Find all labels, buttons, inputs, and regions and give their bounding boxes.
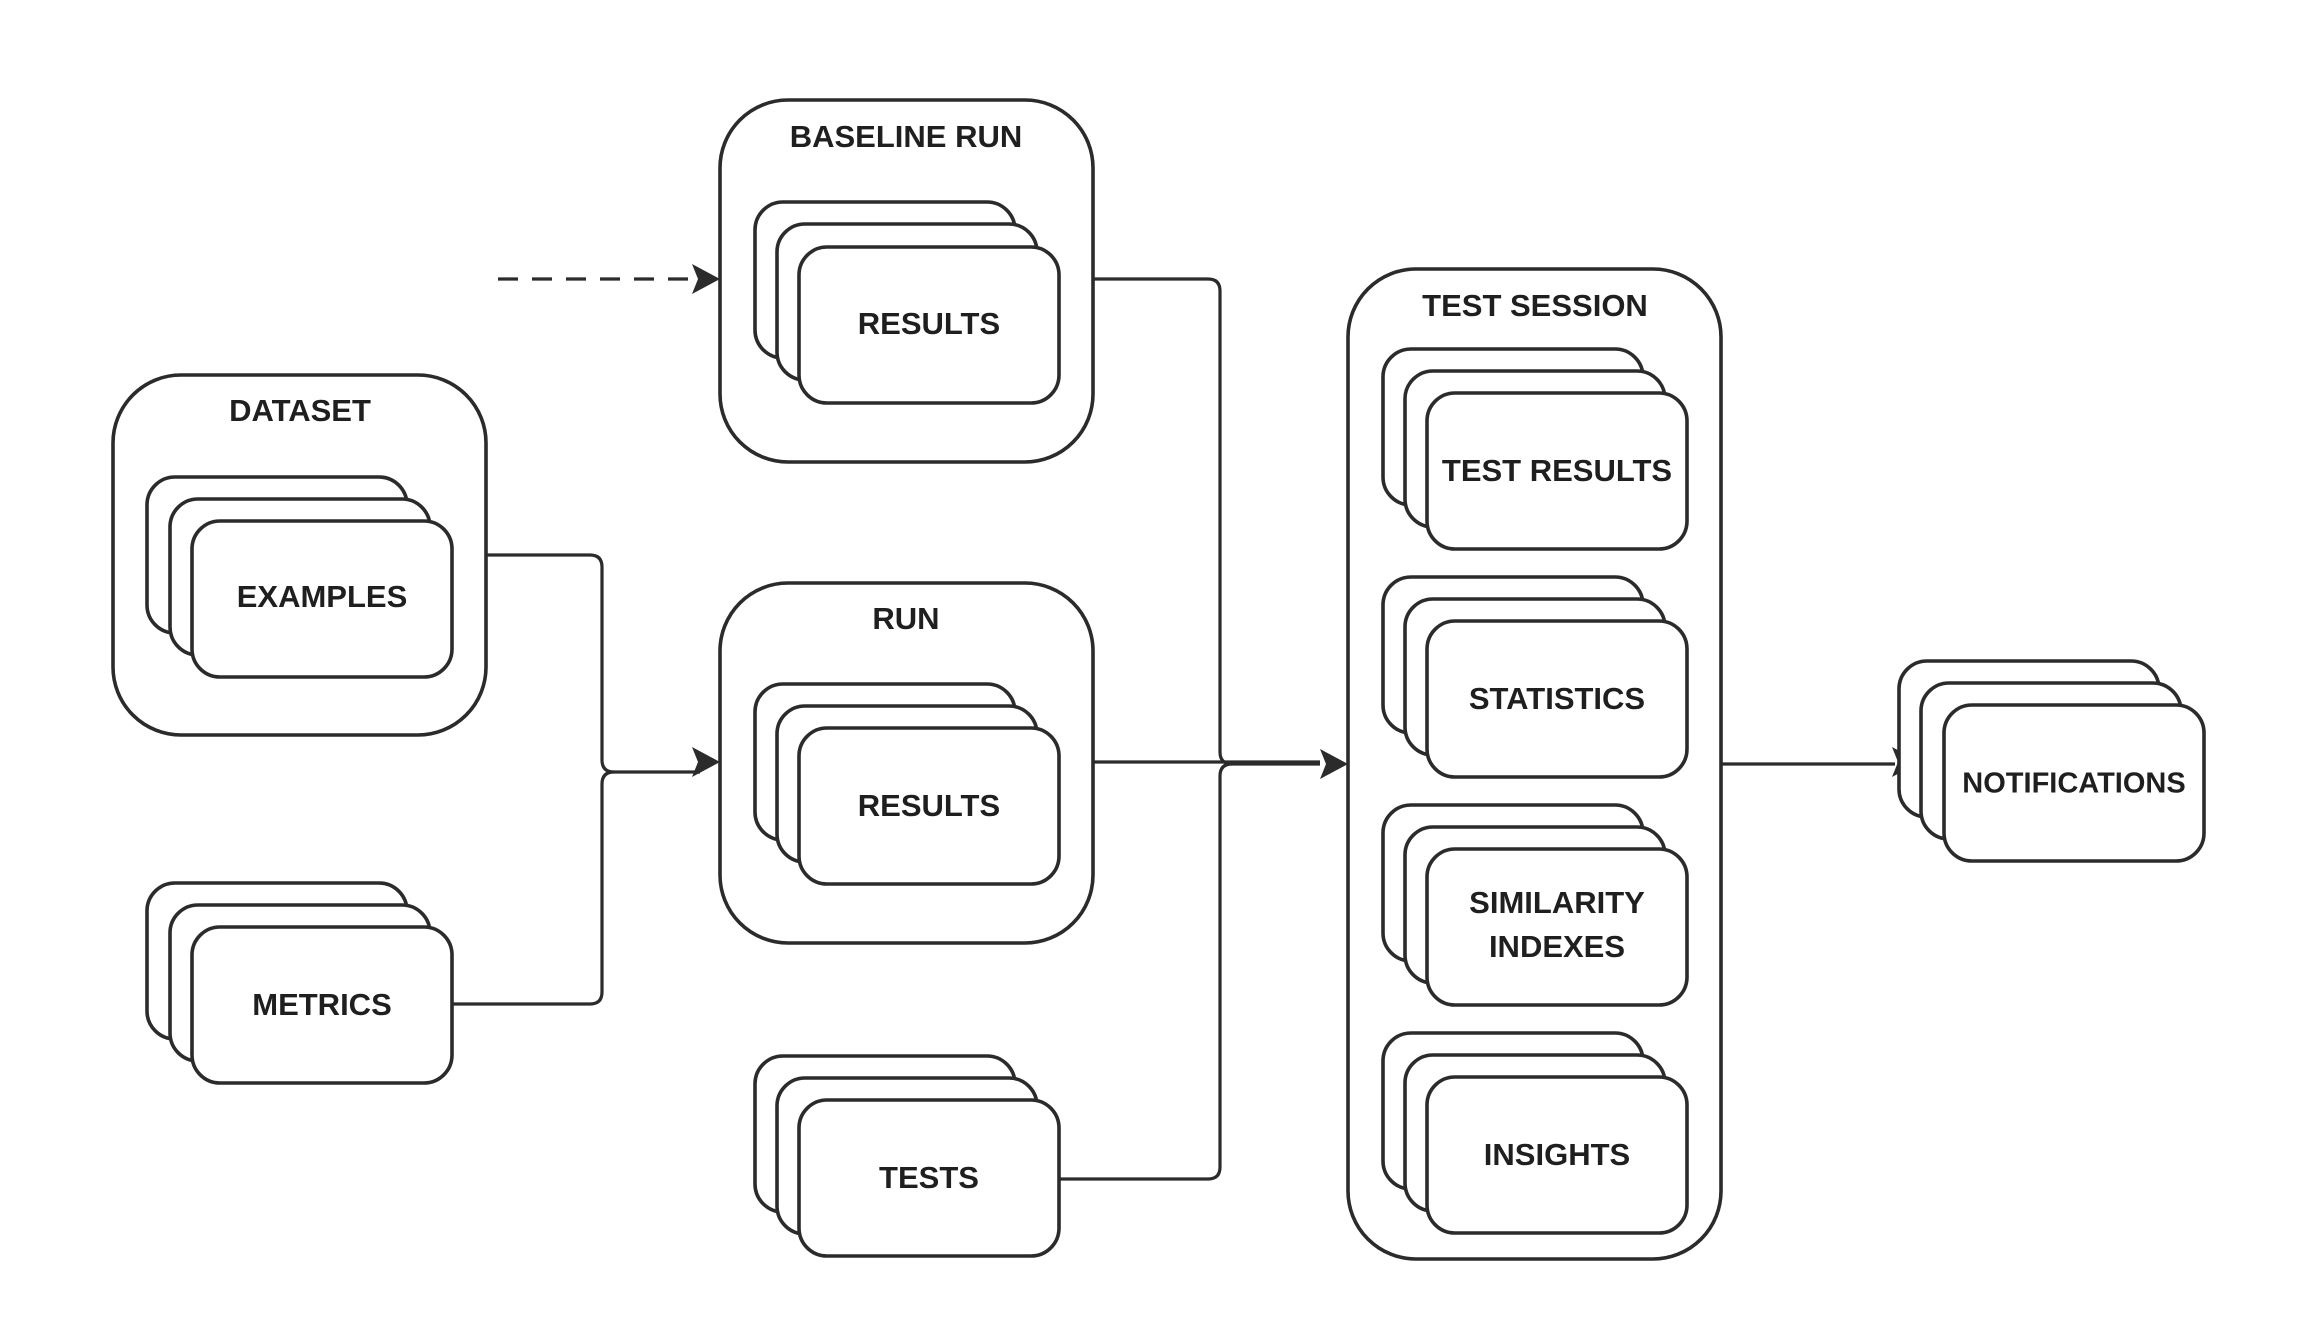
run-title: RUN xyxy=(872,601,939,636)
similarity-indexes-label-line: INDEXES xyxy=(1489,929,1625,964)
tests-stack: TESTS xyxy=(753,1054,1061,1258)
test-session-title: TEST SESSION xyxy=(1422,288,1648,323)
examples-label: EXAMPLES xyxy=(237,579,408,614)
arrow-head-session xyxy=(1320,749,1348,779)
notifications-label: NOTIFICATIONS xyxy=(1962,768,2185,800)
dataset-container: DATASET EXAMPLES xyxy=(111,373,488,737)
arrow-head-run xyxy=(692,747,720,777)
similarity-indexes-label-line: SIMILARITY xyxy=(1469,885,1645,920)
connector-metrics-run xyxy=(453,770,615,1006)
baseline-results-stack: RESULTS xyxy=(753,200,1061,405)
connector-baseline-session xyxy=(1092,277,1320,766)
dataset-title: DATASET xyxy=(229,393,371,428)
connectors xyxy=(453,264,1920,1181)
run-results-stack: RESULTS xyxy=(753,682,1061,886)
insights-label: INSIGHTS xyxy=(1484,1137,1630,1172)
tests-label: TESTS xyxy=(879,1160,979,1195)
similarity-indexes-stack: SIMILARITY INDEXES xyxy=(1381,803,1689,1007)
examples-stack: EXAMPLES xyxy=(145,475,454,679)
notifications-stack: NOTIFICATIONS xyxy=(1897,659,2206,863)
test-session-container: TEST SESSION TEST RESULTS STATISTICS SIM… xyxy=(1346,267,1723,1261)
connector-tests-session xyxy=(1058,762,1233,1181)
run-results-label: RESULTS xyxy=(858,788,1000,823)
metrics-label: METRICS xyxy=(252,987,392,1022)
run-container: RUN RESULTS xyxy=(718,581,1095,945)
connector-dataset-run xyxy=(486,553,700,774)
test-results-stack: TEST RESULTS xyxy=(1381,347,1689,551)
baseline-run-title: BASELINE RUN xyxy=(790,119,1023,154)
baseline-run-container: BASELINE RUN RESULTS xyxy=(718,98,1095,464)
statistics-stack: STATISTICS xyxy=(1381,575,1689,779)
baseline-results-label: RESULTS xyxy=(858,306,1000,341)
metrics-stack: METRICS xyxy=(145,881,454,1085)
test-results-label: TEST RESULTS xyxy=(1442,453,1672,488)
similarity-indexes-label: SIMILARITY INDEXES xyxy=(1469,885,1645,964)
statistics-label: STATISTICS xyxy=(1469,681,1645,716)
insights-stack: INSIGHTS xyxy=(1381,1031,1689,1235)
arrow-head-baseline xyxy=(692,264,720,294)
